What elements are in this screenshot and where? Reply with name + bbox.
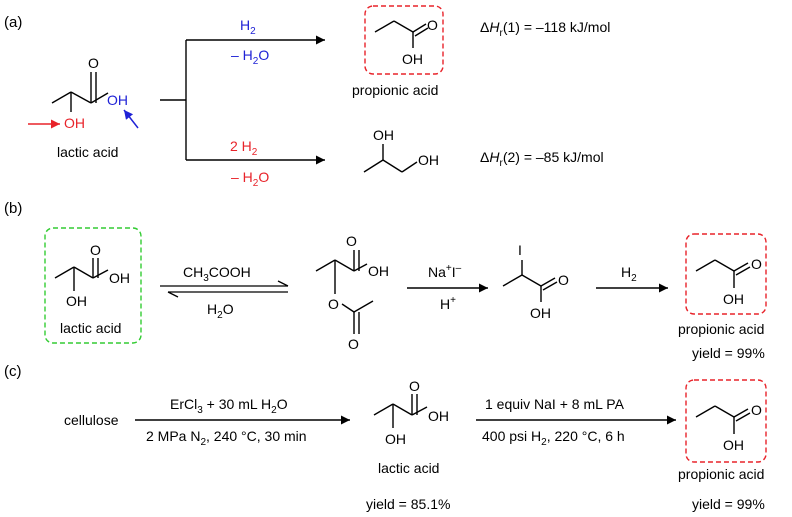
intermediate-name: lactic acid [378,460,439,476]
intermediate-carbonyl-o: O [409,378,420,394]
acetoxy-acetyl-o: O [348,336,359,352]
iodo-carbonyl-o: O [558,272,569,288]
step2-top-c: 1 equiv NaI + 8 mL PA [485,396,625,412]
iodo-acid-structure [502,260,558,302]
step1-top-c: ErCl3 + 30 mL H2O [170,396,288,416]
lactic-acid-name-a: lactic acid [57,144,118,160]
step2-acid: H+ [440,295,456,312]
panel-a: (a) O OH OH lactic acid H2 – H2O 2 H2 – … [4,5,610,189]
panel-b-label: (b) [4,200,22,217]
acetoxy-oh: OH [368,263,389,279]
product-c-name: propionic acid [678,466,764,482]
propanediol-structure [363,144,418,173]
step1-forward-reagent: CH3COOH [183,264,251,284]
blue-arrow [123,109,139,129]
equilibrium-arrows [160,280,289,298]
route2-byproduct: – H2O [231,169,269,189]
lactic-acid-structure-b [54,258,109,291]
route2-reagent: 2 H2 [230,138,258,158]
cellulose-label: cellulose [64,412,119,428]
step2-bottom-c: 400 psi H2, 220 °C, 6 h [482,428,625,448]
step1-bottom-c: 2 MPa N2, 240 °C, 30 min [146,428,307,448]
start-carbonyl-o-b: O [90,242,101,258]
product-c-highlight-box [685,379,767,463]
panel-c-label: (c) [4,363,22,380]
acetoxy-carbonyl-o: O [346,233,357,249]
product-c-yield: yield = 99% [692,496,765,512]
product1-highlight-box [364,5,444,75]
product1-name: propionic acid [352,82,438,98]
product1-carbonyl-o: O [427,17,438,33]
lactic-acid-structure-c [373,394,428,428]
lactic-acid-oh-right-a: OH [107,92,128,108]
panel-a-label: (a) [4,14,22,31]
route1-byproduct: – H2O [231,47,269,67]
product-b-highlight-box [685,233,767,315]
intermediate-yield: yield = 85.1% [366,496,450,512]
product-b-yield: yield = 99% [692,345,765,361]
lactic-acid-structure-a [51,72,109,112]
product-c-carbonyl-o: O [751,402,762,418]
product-b-oh: OH [723,291,744,307]
product-c-oh: OH [723,437,744,453]
product-b-name: propionic acid [678,321,764,337]
product2-oh-top: OH [373,127,394,143]
product1-oh: OH [402,51,423,67]
product-b-carbonyl-o: O [751,256,762,272]
start-name-b: lactic acid [60,320,121,336]
intermediate-oh-right: OH [428,408,449,424]
panel-c: (c) cellulose ErCl3 + 30 mL H2O 2 MPa N2… [4,363,767,512]
product2-oh-right: OH [418,152,439,168]
step2-reagent: Na+I– [428,263,462,280]
start-oh-bottom-b: OH [66,293,87,309]
step1-reverse-reagent: H2O [207,301,234,321]
start-oh-right-b: OH [109,270,130,286]
propionic-acid-structure-b [695,259,751,288]
acetoxy-acid-structure [315,250,374,334]
iodo-iodine: I [518,242,522,258]
panel-b: (b) O OH OH lactic acid CH3COOH H2O [4,200,767,361]
step3-reagent: H2 [621,264,637,284]
lactic-acid-carbonyl-o-a: O [88,55,99,71]
propionic-acid-structure-c [695,405,751,434]
iodo-oh: OH [530,305,551,321]
enthalpy1: ΔHr(1) = –118 kJ/mol [480,19,610,39]
lactic-acid-highlight-box [44,227,142,344]
branch-lines [160,40,187,160]
intermediate-oh-bottom: OH [385,431,406,447]
lactic-acid-oh-left-a: OH [64,115,85,131]
acetoxy-ester-o: O [328,296,339,312]
propionic-acid-structure-a [374,20,429,48]
enthalpy2: ΔHr(2) = –85 kJ/mol [480,149,604,169]
route1-reagent: H2 [240,17,256,37]
